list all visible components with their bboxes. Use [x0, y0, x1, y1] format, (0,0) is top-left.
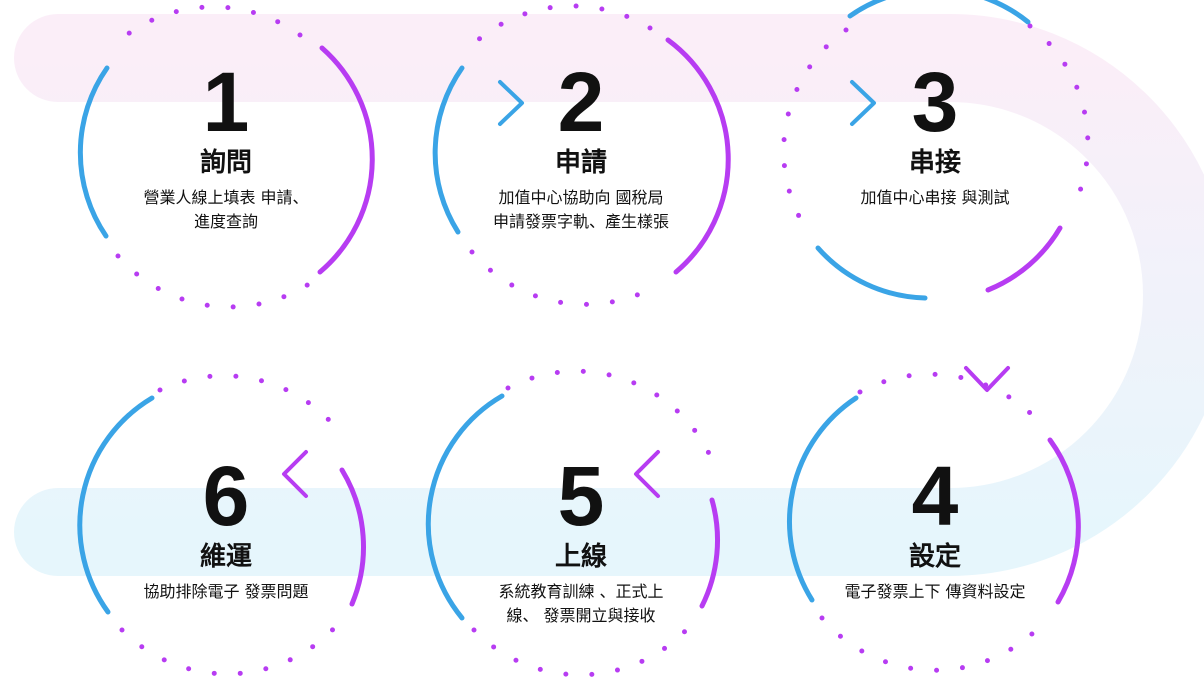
step-description: 加值中心協助向 國稅局 申請發票字軌、產生樣張 [492, 188, 669, 231]
step-6: 6 維運 協助排除電子 發票問題 [96, 449, 356, 604]
step-description: 協助排除電子 發票問題 [143, 582, 309, 601]
step-number: 3 [911, 55, 959, 149]
background-band [14, 14, 1204, 576]
step-description: 系統教育訓練 、正式上 線、 發票開立與接收 [498, 582, 664, 625]
step-circle-2 [432, 3, 731, 307]
step-title: 上線 [554, 542, 607, 572]
step-circle-5 [425, 368, 721, 678]
step-title: 維運 [199, 542, 252, 572]
step-title: 申請 [554, 148, 607, 178]
step-4: 4 設定 電子發票上下 傳資料設定 [805, 449, 1065, 604]
arrow-1-to-2 [364, 80, 524, 126]
arrow-3-to-4 [964, 288, 1010, 392]
step-number: 4 [911, 449, 959, 543]
step-number: 5 [557, 449, 605, 543]
step-circle-4 [787, 371, 1081, 673]
step-number: 2 [557, 55, 605, 149]
step-description: 電子發票上下 傳資料設定 [844, 582, 1026, 601]
step-title: 詢問 [199, 148, 252, 178]
step-description: 營業人線上填表 申請、 進度查詢 [143, 188, 309, 231]
step-3: 3 串接 加值中心串接 與測試 [805, 55, 1065, 210]
arrow-4-to-5 [634, 450, 796, 498]
step-5: 5 上線 系統教育訓練 、正式上 線、 發票開立與接收 [451, 449, 711, 628]
arrow-2-to-3 [716, 80, 876, 126]
step-1: 1 詢問 營業人線上填表 申請、 進度查詢 [96, 55, 356, 234]
step-number: 6 [202, 449, 250, 543]
step-description: 加值中心串接 與測試 [860, 188, 1010, 207]
step-2: 2 申請 加值中心協助向 國稅局 申請發票字軌、產生樣張 [451, 55, 711, 234]
arrow-5-to-6 [282, 450, 444, 498]
step-title: 串接 [908, 148, 961, 178]
step-circle-6 [77, 373, 366, 677]
step-circle-1 [77, 4, 375, 310]
step-number: 1 [202, 55, 250, 149]
step-circle-3 [781, 0, 1091, 301]
step-title: 設定 [908, 542, 961, 572]
